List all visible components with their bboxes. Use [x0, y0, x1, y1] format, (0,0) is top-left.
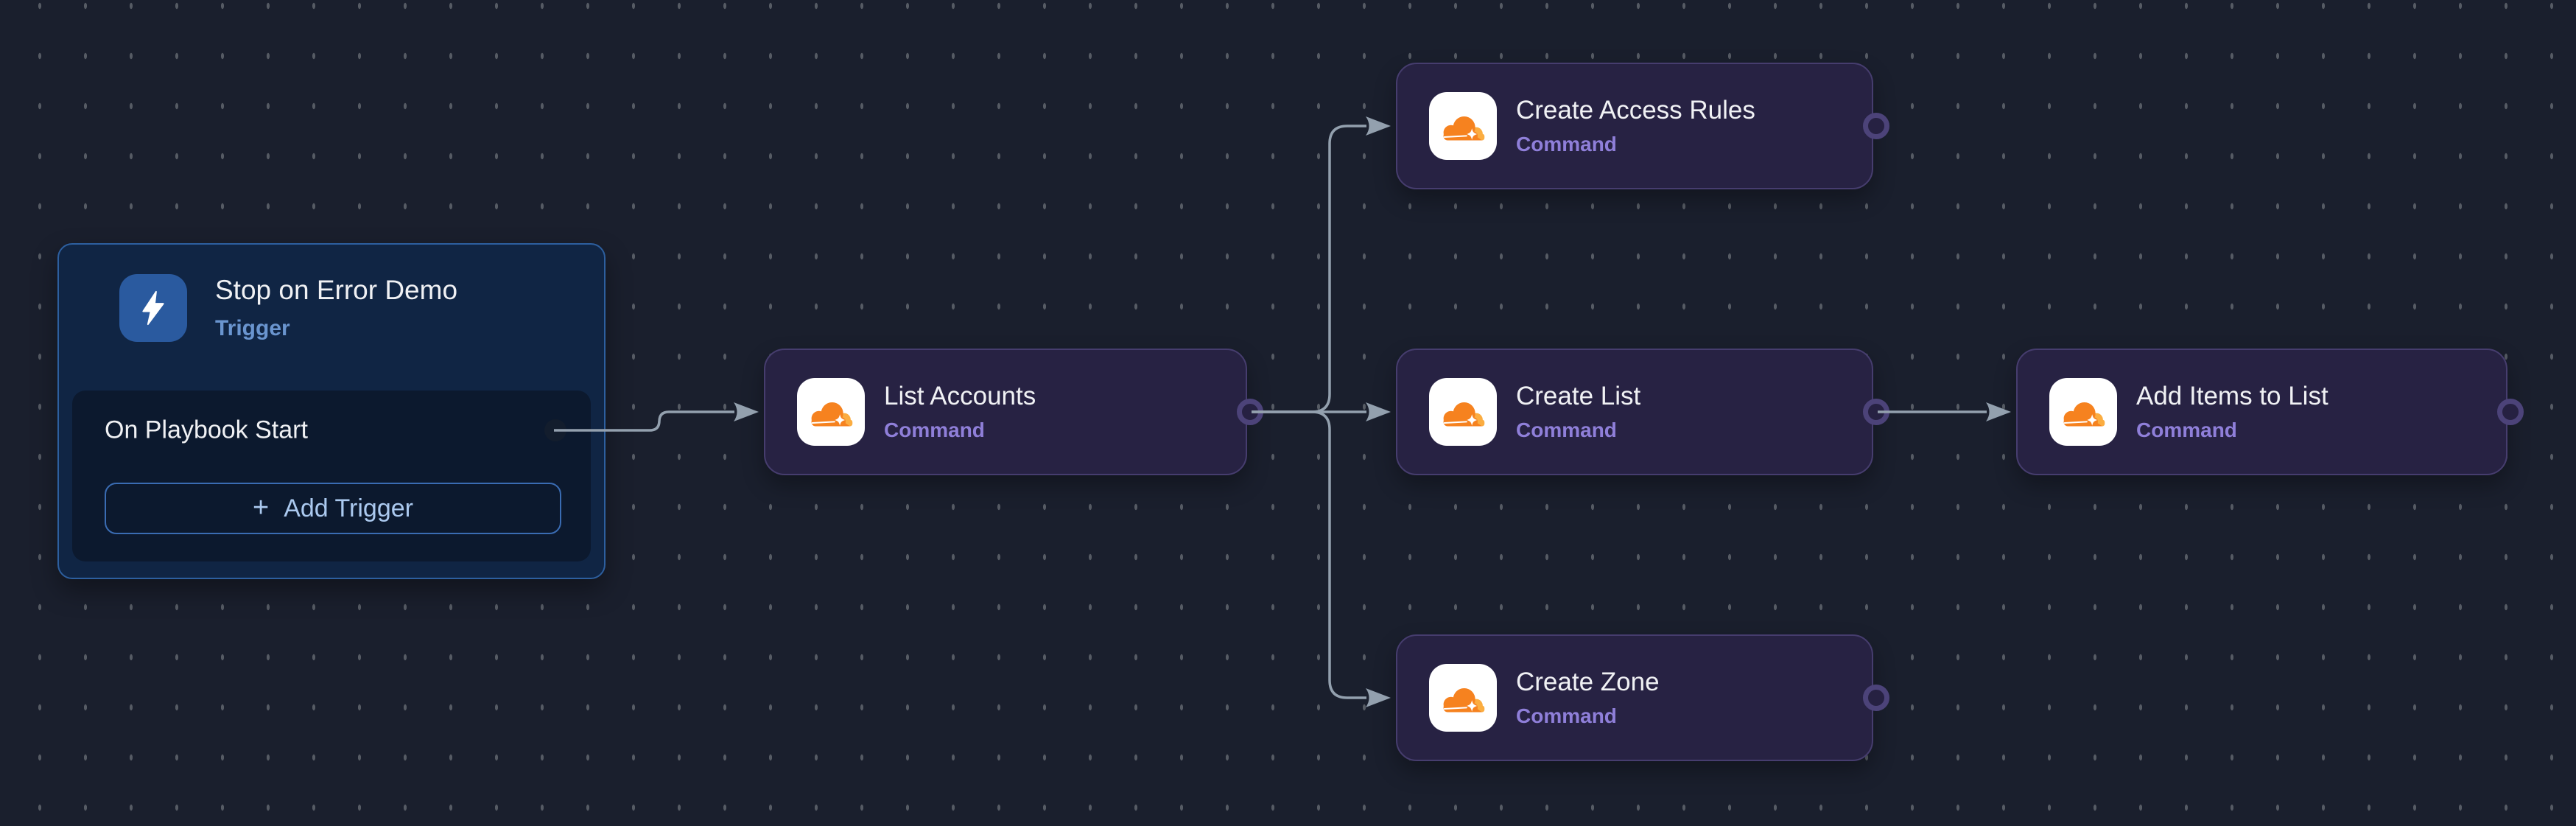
arrowhead-icon [734, 402, 759, 421]
node-title: Create List [1516, 382, 1641, 411]
node-type-label: Command [1516, 704, 1617, 727]
arrowhead-icon [1986, 402, 2011, 421]
output-port[interactable] [1863, 113, 1889, 139]
cloudflare-icon [1429, 378, 1497, 446]
node-title: Add Items to List [2136, 382, 2328, 411]
trigger-output-port[interactable] [544, 419, 566, 441]
edge-list-accounts-to-create-access-rules [1252, 125, 1366, 413]
node-type-label: Command [884, 418, 985, 441]
node-create-list[interactable]: Create List Command [1396, 349, 1889, 475]
trigger-node-title: Stop on Error Demo [215, 275, 458, 306]
cloudflare-icon [797, 378, 865, 446]
cloudflare-icon [2049, 378, 2117, 446]
add-trigger-button[interactable]: + Add Trigger [105, 483, 561, 534]
trigger-events-panel: On Playbook Start + Add Trigger [72, 391, 591, 561]
node-type-label: Command [2136, 418, 2237, 441]
node-type-label: Command [1516, 418, 1617, 441]
plus-icon: + [253, 491, 270, 523]
node-create-zone[interactable]: Create Zone Command [1396, 634, 1889, 761]
node-title: List Accounts [884, 382, 1036, 411]
add-trigger-button-label: Add Trigger [284, 494, 413, 522]
arrowhead-icon [1366, 688, 1391, 707]
cloudflare-icon [1429, 664, 1497, 732]
output-port[interactable] [1237, 399, 1263, 425]
trigger-node-type-label: Trigger [215, 315, 290, 340]
arrowhead-icon [1366, 116, 1391, 136]
output-port[interactable] [1863, 399, 1889, 425]
arrowhead-icon [1366, 402, 1391, 421]
node-type-label: Command [1516, 132, 1617, 155]
node-title: Create Access Rules [1516, 96, 1755, 125]
trigger-node-header: Stop on Error Demo Trigger [119, 274, 582, 342]
cloudflare-icon [1429, 92, 1497, 160]
edge-list-accounts-to-create-zone [1252, 410, 1366, 699]
node-add-items-to-list[interactable]: Add Items to List Command [2016, 349, 2524, 475]
lightning-bolt-icon [119, 274, 187, 342]
node-title: Create Zone [1516, 668, 1660, 697]
trigger-event-label: On Playbook Start [105, 416, 308, 444]
output-port[interactable] [2497, 399, 2524, 425]
node-list-accounts[interactable]: List Accounts Command [764, 349, 1263, 475]
node-trigger-stop-on-error-demo[interactable]: Stop on Error Demo Trigger On Playbook S… [57, 243, 606, 579]
output-port[interactable] [1863, 685, 1889, 711]
node-create-access-rules[interactable]: Create Access Rules Command [1396, 63, 1889, 189]
